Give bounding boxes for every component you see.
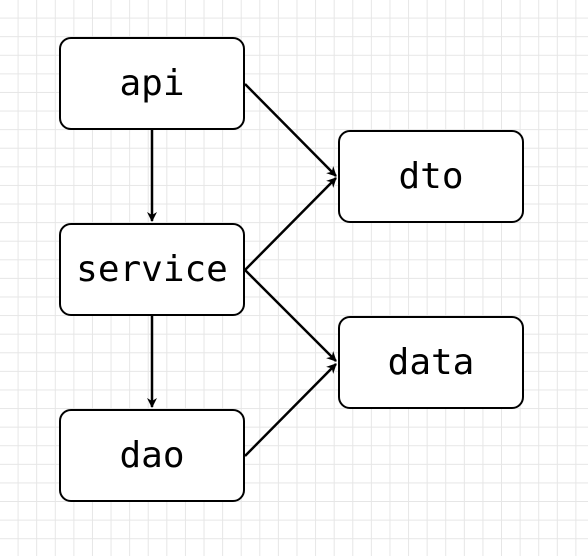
node-api-label: api	[119, 63, 185, 104]
edge-api-dto	[244, 83, 337, 177]
edge-service-dto	[244, 177, 337, 271]
node-service[interactable]: service	[59, 223, 245, 316]
node-dto[interactable]: dto	[338, 130, 524, 223]
node-data[interactable]: data	[338, 316, 524, 409]
node-dao[interactable]: dao	[59, 409, 245, 502]
node-data-label: data	[387, 342, 475, 383]
node-service-label: service	[76, 249, 228, 290]
node-dto-label: dto	[398, 156, 464, 197]
edge-dao-data	[244, 363, 337, 457]
node-api[interactable]: api	[59, 37, 245, 130]
edge-service-data	[244, 269, 337, 362]
node-dao-label: dao	[119, 435, 185, 476]
